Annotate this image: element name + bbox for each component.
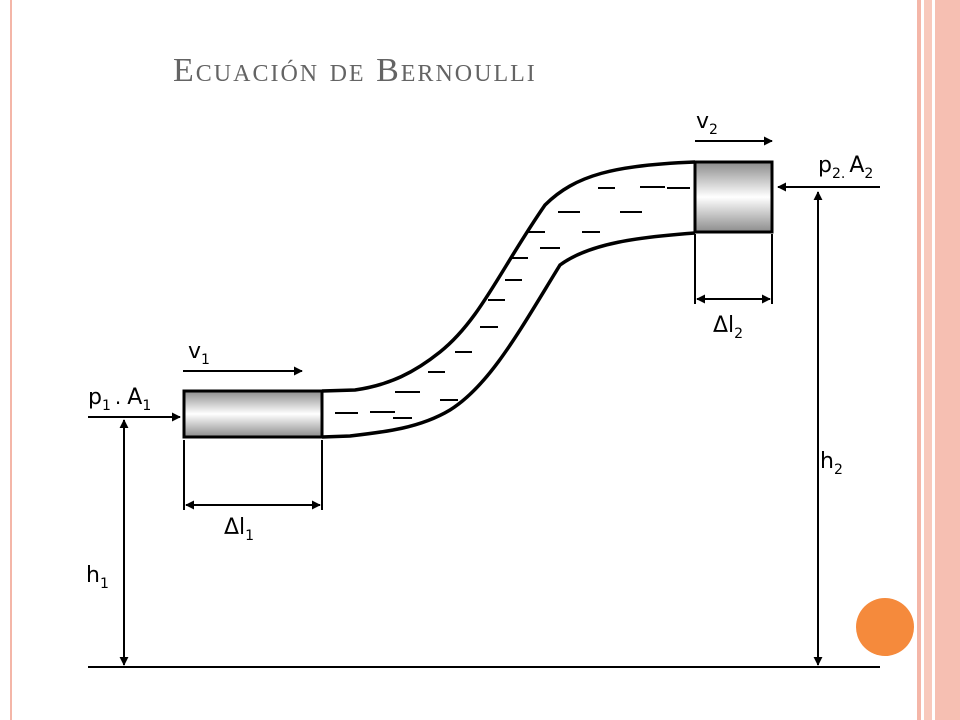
decorative-circle [856,598,914,656]
label-h1: h1 [86,563,109,592]
label-delta-l1: Δl1 [224,515,254,544]
fluid-dashes [335,186,690,419]
pipe-top-wall [321,160,696,393]
label-v1: v1 [188,339,210,368]
pipe-bottom-wall [321,231,696,439]
label-v2: v2 [696,109,718,138]
slide-title: Ecuación de Bernoulli [173,52,537,89]
slide-border-right [917,0,921,720]
slide-border-right [935,0,960,720]
piston-1 [182,389,324,439]
label-p1-a1: p1.A1 [88,385,151,414]
label-p2-a2: p2.A2 [818,153,873,182]
label-h2: h2 [820,449,843,478]
label-delta-l2: Δl2 [713,313,743,342]
slide-border-left [10,0,12,720]
piston-2 [693,160,774,234]
slide-border-right [924,0,932,720]
